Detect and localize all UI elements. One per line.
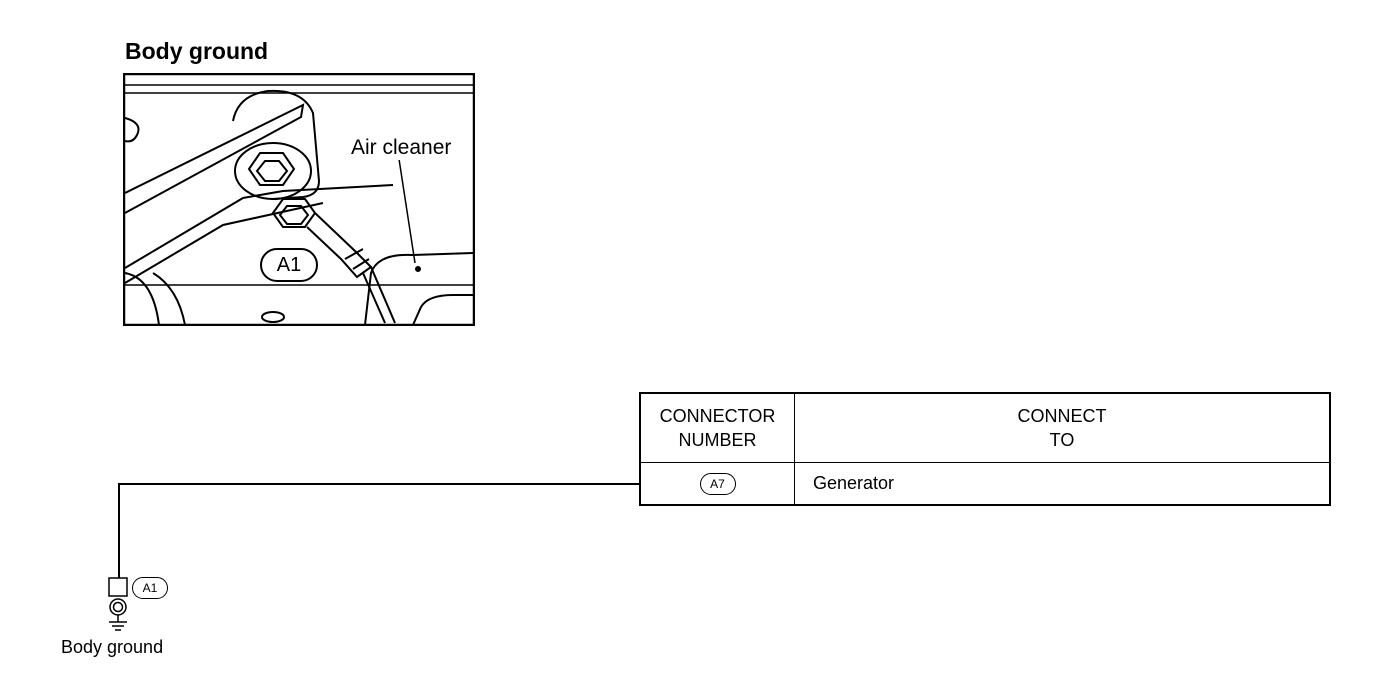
connector-table: CONNECTOR NUMBER CONNECT TO A7 Generator	[639, 392, 1331, 506]
air-cleaner-label: Air cleaner	[349, 136, 454, 160]
cell-connect-to: Generator	[794, 462, 1331, 506]
table-row: A7 Generator	[639, 462, 1331, 506]
header-connector-number: CONNECTOR NUMBER	[639, 392, 795, 463]
table-header-row: CONNECTOR NUMBER CONNECT TO	[639, 392, 1331, 463]
harness-wire-horizontal	[118, 483, 641, 485]
diagram-title: Body ground	[125, 38, 269, 64]
cell-connector: A7	[639, 462, 795, 506]
body-ground-illustration: A1	[123, 73, 475, 326]
header-connect-to: CONNECT TO	[794, 392, 1331, 463]
connector-tag: A7	[699, 473, 736, 495]
ground-symbol-icon	[108, 577, 128, 631]
harness-wire-vertical	[118, 483, 120, 579]
ground-connector-tag: A1	[132, 577, 168, 599]
header-connect-to-text: CONNECT TO	[1017, 406, 1107, 450]
ground-point-tag: A1	[276, 253, 302, 276]
ground-label: Body ground	[61, 637, 164, 657]
header-connector-number-text: CONNECTOR NUMBER	[659, 406, 776, 450]
